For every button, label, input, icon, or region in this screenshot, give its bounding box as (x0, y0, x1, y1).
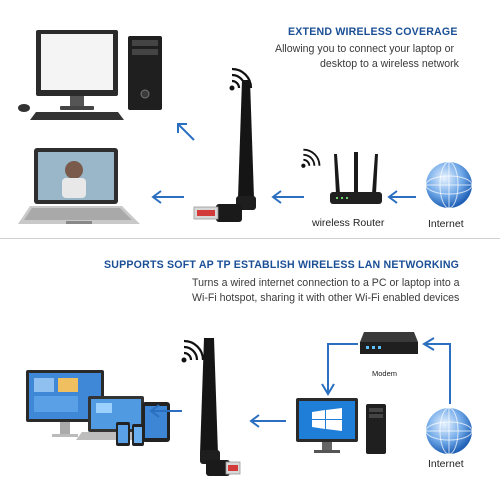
section1-title: EXTEND WIRELESS COVERAGE (288, 26, 458, 38)
section-divider (0, 238, 500, 239)
section1-description-line2: desktop to a wireless network (320, 58, 459, 70)
arrow-left-icon (248, 414, 288, 428)
wifi-signal-icon (180, 339, 206, 364)
desktop-computer (14, 30, 174, 120)
usb-wifi-adapter (188, 80, 268, 230)
arrow-left-icon (148, 404, 184, 418)
globe-icon (424, 160, 474, 210)
section2-description-line1: Turns a wired internet connection to a P… (192, 277, 460, 289)
modem (358, 330, 418, 362)
section2-description-line2: Wi-Fi hotspot, sharing it with other Wi-… (192, 292, 460, 304)
wifi-signal-icon (300, 148, 322, 170)
internet-label: Internet (428, 218, 464, 230)
arrow-left-icon (270, 190, 306, 204)
devices-group (24, 370, 184, 450)
arrow-up-left-icon (172, 118, 198, 144)
connection-line (320, 340, 360, 400)
section2-title: SUPPORTS SOFT AP TP ESTABLISH WIRELESS L… (104, 259, 460, 271)
wireless-router (328, 152, 384, 212)
usb-wifi-adapter (196, 338, 242, 488)
arrow-left-icon (386, 190, 418, 204)
arrow-left-icon (150, 190, 186, 204)
laptop (18, 148, 142, 230)
section1-description-line1: Allowing you to connect your laptop or (275, 43, 455, 55)
modem-label: Modem (372, 369, 398, 378)
connection-line (420, 330, 460, 406)
internet-label: Internet (428, 458, 464, 470)
desktop-pc (296, 398, 388, 458)
globe-icon (424, 406, 474, 456)
router-label: wireless Router (312, 217, 385, 229)
